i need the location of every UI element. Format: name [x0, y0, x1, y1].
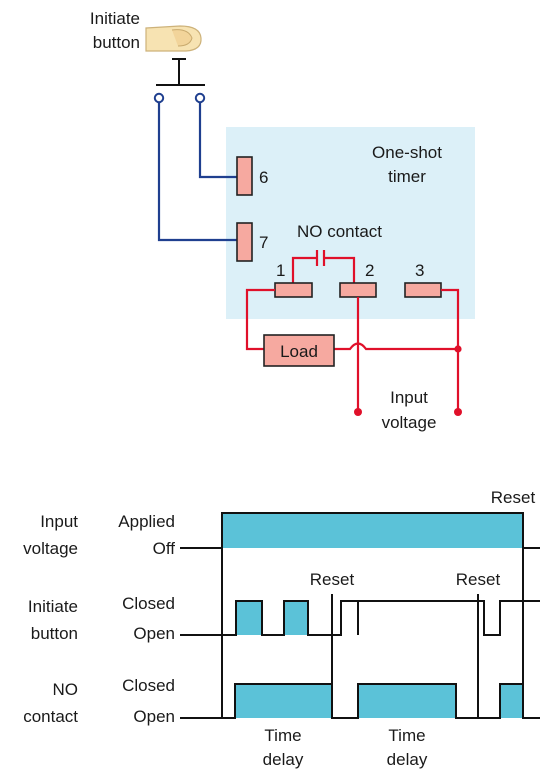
row-input-voltage-high: Applied — [118, 512, 175, 531]
row-initiate-high: Closed — [122, 594, 175, 613]
pin-6-label: 6 — [259, 168, 268, 187]
row-no-contact-high: Closed — [122, 676, 175, 695]
input-terminal-left — [354, 408, 362, 416]
pin-2-label: 2 — [365, 261, 374, 280]
input-voltage-label-2: voltage — [382, 413, 437, 432]
reset-label-top: Reset — [491, 488, 536, 507]
row-initiate-low: Open — [133, 624, 175, 643]
no-contact-pulse-3 — [500, 684, 523, 718]
initiate-button-label-2: button — [93, 33, 140, 52]
input-voltage-waveform — [180, 512, 540, 549]
initiate-pulse-2 — [284, 601, 308, 635]
row-no-contact-low: Open — [133, 707, 175, 726]
time-delay-2a: Time — [388, 726, 425, 745]
load-label: Load — [280, 342, 318, 361]
push-button-switch — [153, 58, 206, 104]
load-box — [263, 334, 335, 367]
terminal-1 — [274, 282, 313, 298]
wire-to-pin-7 — [157, 102, 237, 242]
timer-label-2: timer — [388, 167, 426, 186]
row-input-voltage-low: Off — [153, 539, 176, 558]
initiate-button-waveform — [180, 600, 540, 636]
input-terminal-right — [454, 408, 462, 416]
pin-7-label: 7 — [259, 233, 268, 252]
row-no-contact-name-2: contact — [23, 707, 78, 726]
terminal-6 — [236, 156, 253, 196]
input-voltage-label-1: Input — [390, 388, 428, 407]
pin-3-label: 3 — [415, 261, 424, 280]
terminal-7 — [236, 222, 253, 262]
time-delay-2b: delay — [387, 750, 428, 769]
row-input-voltage-name-2: voltage — [23, 539, 78, 558]
initiate-button-label-1: Initiate — [90, 9, 140, 28]
time-delay-1a: Time — [264, 726, 301, 745]
initiate-pulse-1 — [236, 601, 262, 635]
row-input-voltage-name-1: Input — [40, 512, 78, 531]
wire-pin3-input — [441, 288, 460, 412]
no-contact-pulse-1 — [235, 684, 332, 718]
terminal-3 — [404, 282, 442, 298]
input-voltage-applied-fill — [222, 513, 523, 548]
no-contact-pulse-2 — [358, 684, 456, 718]
wire-pin1-load — [245, 288, 275, 351]
row-initiate-name-2: button — [31, 624, 78, 643]
reset-label-2: Reset — [456, 570, 501, 589]
junction-dot — [454, 345, 462, 353]
no-contact-waveform — [180, 683, 540, 719]
row-initiate-name-1: Initiate — [28, 597, 78, 616]
time-delay-1b: delay — [263, 750, 304, 769]
row-no-contact-name-1: NO — [53, 680, 79, 699]
terminal-2 — [339, 282, 377, 298]
wire-load-hop — [334, 342, 458, 351]
reset-label-1: Reset — [310, 570, 355, 589]
timer-label-1: One-shot — [372, 143, 442, 162]
no-contact-symbol — [291, 250, 356, 283]
no-contact-label: NO contact — [297, 222, 382, 241]
wire-to-pin-6 — [198, 102, 237, 179]
pin-1-label: 1 — [276, 261, 285, 280]
finger-icon — [145, 25, 202, 52]
